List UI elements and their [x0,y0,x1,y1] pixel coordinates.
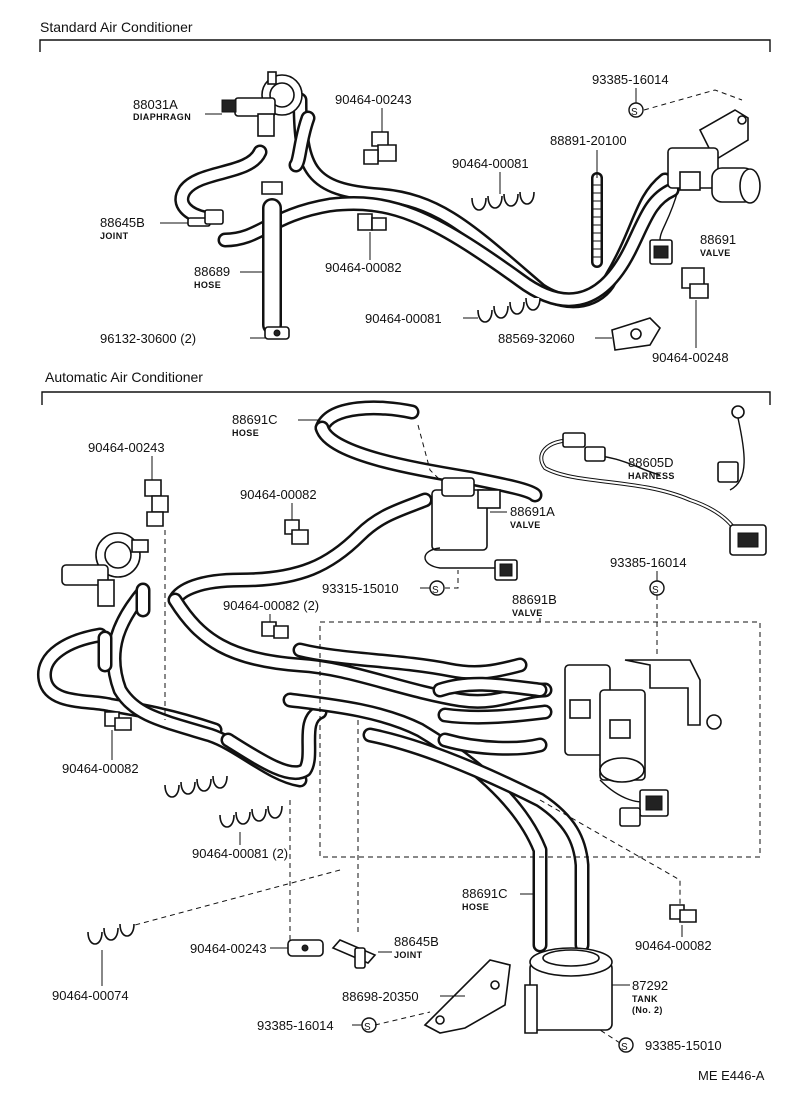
dashed-leader-clip-00074 [134,869,341,926]
screw-symbol-d [618,1037,634,1053]
valve-88691-part [649,109,761,265]
label-auto-93385-16014-bottom: 93385-16014 [257,1018,334,1033]
label-88691a: 88691A [510,504,555,519]
screw-symbol-b-letter: S [652,585,659,596]
screw-symbol-c-letter: S [364,1022,371,1033]
dashed-leader-screw-tank [599,1029,621,1044]
label-std-90464-00082: 90464-00082 [325,260,402,275]
automatic-section-title: Automatic Air Conditioner [45,369,203,385]
label-auto-valve-a: VALVE [510,520,541,530]
clip-90464-00082-std-part [357,213,387,231]
label-tank: TANK [632,994,658,1004]
tank-87292-part [524,947,613,1034]
screw-dashed-leader-std [643,89,743,111]
label-88569-32060: 88569-32060 [498,331,575,346]
label-auto-93385-16014-top: 93385-16014 [610,555,687,570]
label-auto-88691c-bottom: 88691C [462,886,508,901]
auto-clip-90464-00074-part [87,923,135,945]
auto-clip-90464-00243-top-part [144,479,169,527]
label-93385-15010: 93385-15010 [645,1038,722,1053]
joint-88645b-part [187,209,224,227]
label-std-hose: HOSE [194,280,221,290]
label-std-90464-00243: 90464-00243 [335,92,412,107]
label-88031a: 88031A [133,97,178,112]
label-88891-20100: 88891-20100 [550,133,627,148]
dashed-leader-hose-valve-a [417,424,441,481]
label-auto-90464-00243-top: 90464-00243 [88,440,165,455]
label-auto-88645b: 88645B [394,934,439,949]
label-auto-hose-bottom: HOSE [462,902,489,912]
label-std-valve: VALVE [700,248,731,258]
label-harness: HARNESS [628,471,675,481]
auto-clip-90464-00243-bottom-part [287,939,324,957]
screw-symbol-d-letter: S [621,1042,628,1053]
label-std-90464-00081-a: 90464-00081 [452,156,529,171]
label-87292: 87292 [632,978,668,993]
label-88605d: 88605D [628,455,674,470]
label-auto-90464-00243-bottom: 90464-00243 [190,941,267,956]
diagram-code: ME E446-A [698,1068,765,1083]
label-std-88645b: 88645B [100,215,145,230]
clip-90464-00243-std-part [363,131,397,165]
standard-section-bracket [39,39,771,52]
clip-90464-00081-std-a-part [471,191,535,211]
automatic-section-bracket [41,391,771,405]
auto-clip-90464-00081-b-part [219,805,283,828]
harness-connectors-part [562,405,767,556]
hose-clip-small [261,181,283,195]
label-93315-15010: 93315-15010 [322,581,399,596]
label-auto-valve-b: VALVE [512,608,543,618]
standard-section-title: Standard Air Conditioner [40,19,193,35]
dashed-leader-screw-a [445,570,459,589]
clamp-96132-part [264,326,290,340]
auto-joint-88645b-part [331,939,377,969]
valve-88691b-part [564,659,722,827]
auto-diaphragm-part [61,532,149,607]
dashed-leader-screw-bottom [374,1011,431,1026]
label-auto-90464-00082-left: 90464-00082 [62,761,139,776]
label-auto-90464-00081-2: 90464-00081 (2) [192,846,288,861]
label-auto-90464-00082-a: 90464-00082 [240,487,317,502]
screw-symbol-a-letter: S [432,585,439,596]
label-88689: 88689 [194,264,230,279]
label-96132-30600: 96132-30600 (2) [100,331,196,346]
label-88698-20350: 88698-20350 [342,989,419,1004]
screw-symbol-std-letter: S [631,107,638,118]
valve-88691a-part [424,477,518,581]
label-tank-no2: (No. 2) [632,1005,663,1015]
standard-hoses [174,92,680,335]
label-auto-hose-top: HOSE [232,428,259,438]
label-88691b: 88691B [512,592,557,607]
label-std-joint: JOINT [100,231,129,241]
automatic-hoses [37,400,745,953]
auto-clip-90464-00082-2-part [261,621,289,639]
label-90464-00074: 90464-00074 [52,988,129,1003]
label-std-93385-16014: 93385-16014 [592,72,669,87]
auto-clip-90464-00082-right-part [669,904,697,923]
label-90464-00248: 90464-00248 [652,350,729,365]
diaphragm-88031a-part [221,71,303,137]
label-std-88691: 88691 [700,232,736,247]
auto-clip-90464-00081-a-part [164,775,228,798]
label-diaphragm: DIAPHRAGN [133,112,191,122]
bracket-88569-part [611,317,662,351]
label-auto-88691c-top: 88691C [232,412,278,427]
auto-clip-90464-00082-a-part [284,519,309,545]
label-auto-90464-00082-right: 90464-00082 [635,938,712,953]
automatic-labels: 88691C HOSE 90464-00243 90464-00082 8869… [52,412,765,1083]
label-auto-90464-00082-2: 90464-00082 (2) [223,598,319,613]
clip-90464-00248-part [681,267,709,299]
auto-clip-90464-00082-left-part [104,711,132,731]
standard-labels: 88031A DIAPHRAGN 88645B JOINT 88689 HOSE… [100,72,736,365]
label-std-90464-00081-b: 90464-00081 [365,311,442,326]
clip-90464-00081-std-b-part [477,297,541,323]
label-auto-joint: JOINT [394,950,423,960]
bracket-88698-part [423,959,511,1034]
